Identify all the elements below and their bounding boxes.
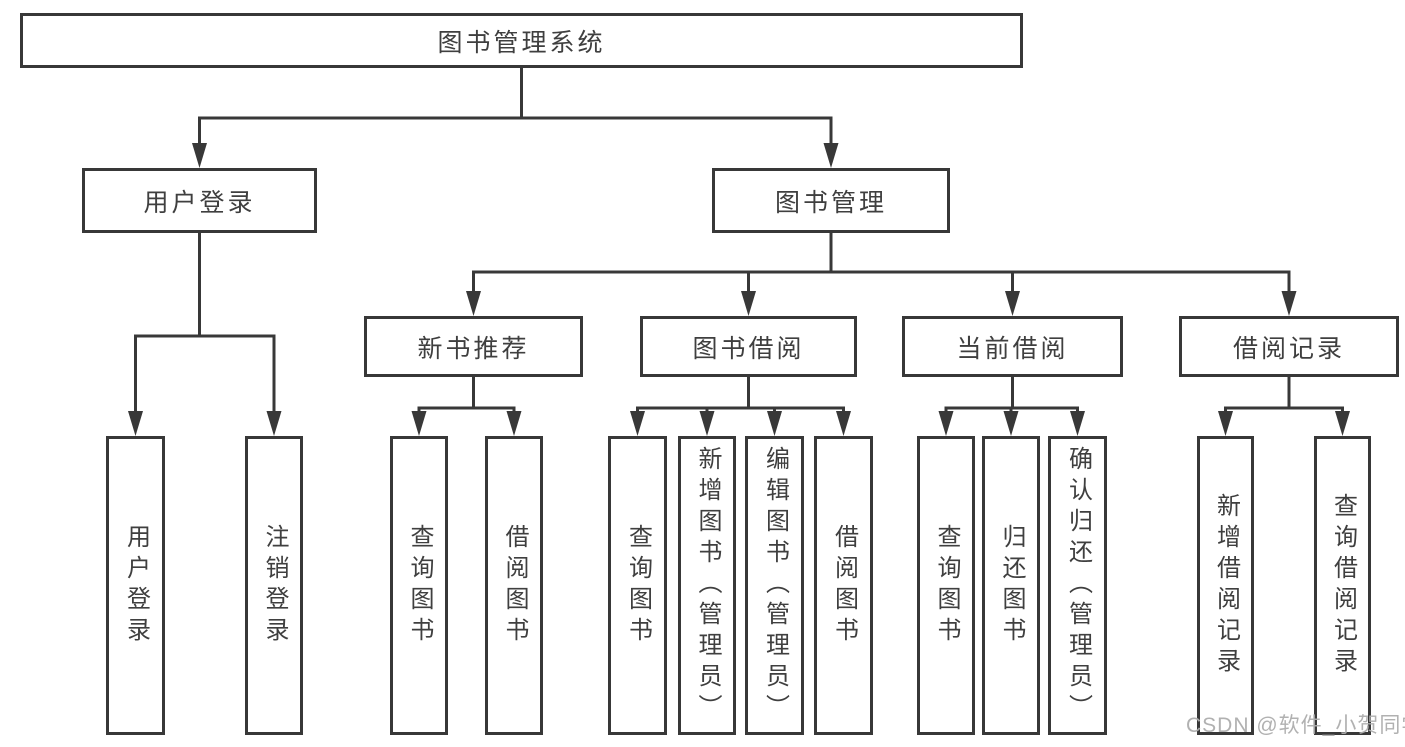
node-leaf-add-borrow-record: 新增借阅记录 xyxy=(1197,436,1254,735)
node-label: 查询借阅记录 xyxy=(1329,492,1357,679)
node-label: 查询图书 xyxy=(933,523,960,648)
arrowhead-icon xyxy=(1005,291,1020,316)
arrowhead-icon xyxy=(823,143,839,168)
arrowhead-icon xyxy=(767,411,782,436)
connector-book-borrow-split xyxy=(630,375,851,436)
connector-root-split xyxy=(192,66,839,168)
connector-borrow-record-split xyxy=(1218,375,1350,436)
node-label: 图书管理 xyxy=(774,188,887,217)
arrowhead-icon xyxy=(411,411,427,436)
node-book-management: 图书管理 xyxy=(712,168,950,233)
node-label: 图书借阅 xyxy=(692,334,805,363)
node-label: 用户登录 xyxy=(122,523,150,648)
arrowhead-icon xyxy=(506,411,522,436)
arrowhead-icon xyxy=(836,411,851,436)
arrowhead-icon xyxy=(1335,411,1350,436)
connector-current-borrow-split xyxy=(938,375,1085,436)
node-user-login: 用户登录 xyxy=(82,168,317,233)
node-label: 注销登录 xyxy=(261,523,288,648)
node-new-book-recommend: 新书推荐 xyxy=(364,316,583,377)
arrowhead-icon xyxy=(192,143,207,168)
arrowhead-icon xyxy=(1003,411,1019,436)
node-label: 新书推荐 xyxy=(417,334,530,363)
node-leaf-confirm-return-admin: 确认归还（管理员） xyxy=(1048,436,1107,735)
node-label: 借阅记录 xyxy=(1232,334,1345,363)
node-leaf-query-books-1: 查询图书 xyxy=(390,436,448,735)
node-label: 借阅图书 xyxy=(501,523,528,648)
node-label: 图书管理系统 xyxy=(437,28,606,57)
connector-new-book-split xyxy=(411,375,522,436)
arrowhead-icon xyxy=(741,291,756,316)
node-label: 确认归还（管理员） xyxy=(1064,446,1092,725)
arrowhead-icon xyxy=(630,411,645,436)
arrowhead-icon xyxy=(128,411,143,436)
connector-user-login-split xyxy=(128,231,282,436)
node-leaf-borrow-books-2: 借阅图书 xyxy=(814,436,873,735)
arrowhead-icon xyxy=(1281,291,1297,316)
node-label: 查询图书 xyxy=(406,523,433,648)
node-label: 归还图书 xyxy=(998,523,1025,648)
node-leaf-add-books-admin: 新增图书（管理员） xyxy=(678,436,736,735)
node-borrowing-records: 借阅记录 xyxy=(1179,316,1399,377)
node-leaf-user-login: 用户登录 xyxy=(106,436,165,735)
connector-book-mgmt-split xyxy=(466,231,1297,316)
node-leaf-query-books-2: 查询图书 xyxy=(608,436,667,735)
node-label: 新增借阅记录 xyxy=(1212,492,1240,679)
arrowhead-icon xyxy=(1218,411,1233,436)
node-label: 查询图书 xyxy=(624,523,652,648)
node-library-management-system: 图书管理系统 xyxy=(20,13,1023,68)
arrowhead-icon xyxy=(266,411,282,436)
node-leaf-logout: 注销登录 xyxy=(245,436,303,735)
node-leaf-edit-books-admin: 编辑图书（管理员） xyxy=(745,436,804,735)
node-leaf-borrow-books-1: 借阅图书 xyxy=(485,436,543,735)
node-leaf-query-borrow-record: 查询借阅记录 xyxy=(1314,436,1371,735)
node-book-borrowing: 图书借阅 xyxy=(640,316,857,377)
node-label: 当前借阅 xyxy=(956,334,1069,363)
arrowhead-icon xyxy=(466,291,481,316)
node-label: 借阅图书 xyxy=(830,523,858,648)
node-leaf-query-books-3: 查询图书 xyxy=(917,436,975,735)
arrowhead-icon xyxy=(699,411,715,436)
watermark: CSDN @软件_小贺同学 xyxy=(1186,714,1405,737)
node-label: 用户登录 xyxy=(143,188,256,217)
node-current-borrowing: 当前借阅 xyxy=(902,316,1123,377)
node-leaf-return-books: 归还图书 xyxy=(982,436,1040,735)
node-label: 编辑图书（管理员） xyxy=(761,446,789,725)
arrowhead-icon xyxy=(938,411,954,436)
arrowhead-icon xyxy=(1070,411,1085,436)
node-label: 新增图书（管理员） xyxy=(694,446,721,725)
